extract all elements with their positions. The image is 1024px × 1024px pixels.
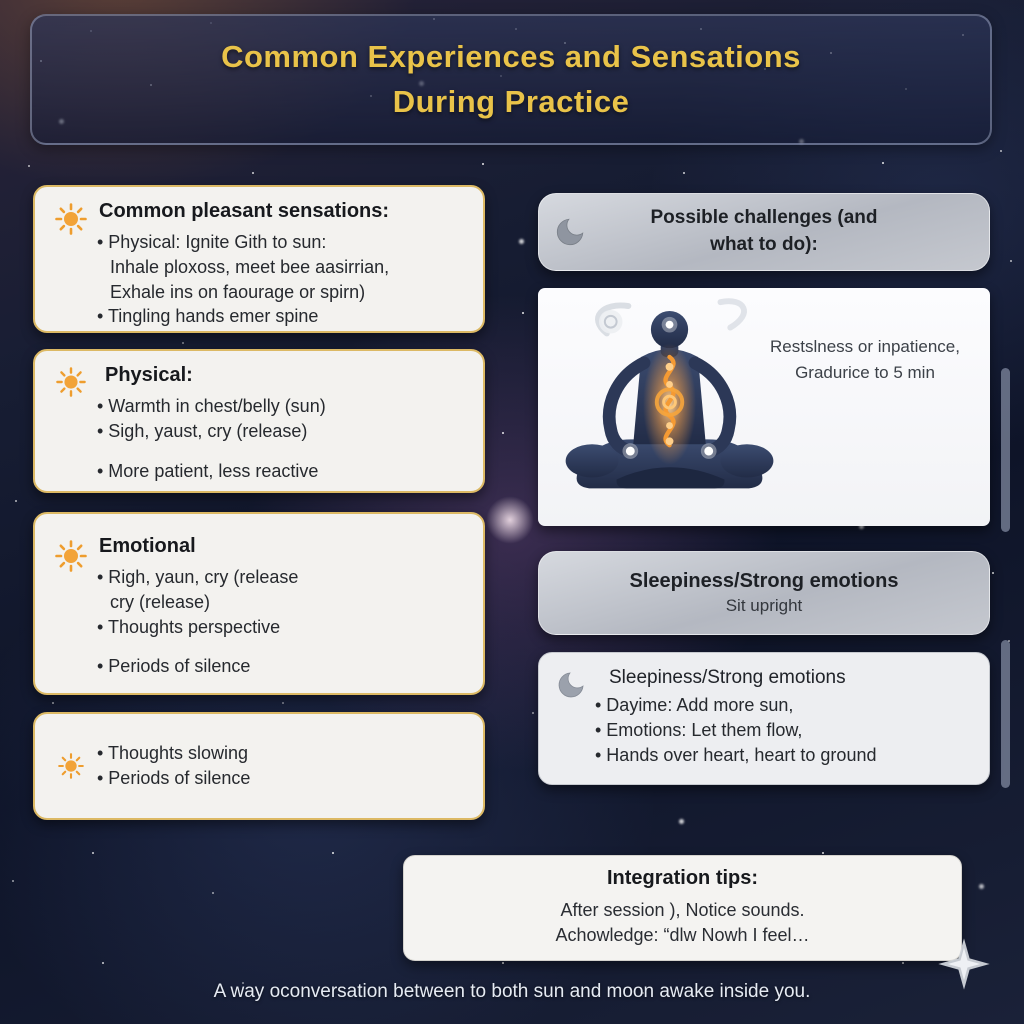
integration-heading: Integration tips: [606,867,759,889]
figure-caption-line2: Gradurice to 5 min [795,363,935,383]
challenges-title-line2: what to do): [710,234,818,255]
sun-icon [45,199,97,319]
card-line: • Dayime: Add more sun, [595,695,794,715]
sun-icon [45,526,97,681]
meditation-image-card: Restslness or inpatience, Gradurice to 5… [538,288,990,526]
figure-caption-line1: Restslness or inpatience, [770,337,960,356]
starfield-large [0,0,3,3]
card-line: • Righ, yaun, cry (release [97,567,299,587]
page-title-line1: Common Experiences and Sensations [221,38,801,74]
card-heading: Physical: [105,364,193,386]
card-possible-challenges: Possible challenges (and what to do): [538,193,990,271]
card-sleepiness-gray: Sleepiness/Strong emotions Sit upright [538,551,990,635]
scrollbar-thumb-upper[interactable] [1001,368,1010,532]
card-thoughts: • Thoughts slowing • Periods of silence [33,712,485,820]
card-sleepiness-tips: Sleepiness/Strong emotions • Dayime: Add… [538,652,990,785]
card-line: • Periods of silence [97,656,251,677]
sun-icon [45,753,97,779]
card-line: • Periods of silence [97,768,251,788]
sleepiness-title: Sleepiness/Strong emotions [629,570,899,592]
challenges-title-line1: Possible challenges (and [650,207,878,229]
card-line: cry (release) [110,591,211,612]
title-panel: Common Experiences and Sensations During… [30,14,992,145]
page-title-line2: During Practice [392,83,630,119]
moon-icon [553,215,587,249]
card-line: • Thoughts slowing [97,743,249,764]
card-line: • Hands over heart, heart to ground [595,744,877,765]
footer-caption: A way oconversation between to both sun … [213,981,811,1002]
card-line: • Warmth in chest/belly (sun) [97,396,326,416]
integration-line2: Achowledge: “dlw Nowh I feel… [555,925,810,946]
scrollbar-thumb-lower[interactable] [1001,640,1010,788]
sun-icon [45,363,97,479]
card-integration-tips: Integration tips: After session ), Notic… [403,855,962,961]
card-line: • More patient, less reactive [97,460,319,481]
card-line: • Thoughts perspective [97,616,281,637]
moon-icon [547,665,595,774]
card-emotional: Emotional • Righ, yaun, cry (release cry… [33,512,485,695]
integration-line1: After session ), Notice sounds. [560,900,805,920]
card-pleasant-sensations: Common pleasant sensations: • Physical: … [33,185,485,333]
card-line: Inhale ploxoss, meet bee aasirrian, [110,256,390,277]
meditation-figure-illustration [565,298,774,489]
card-heading: Common pleasant sensations: [99,200,390,222]
sleepiness-subtitle: Sit upright [725,596,803,615]
sparkle-icon [936,936,992,997]
card-line: • Physical: Ignite Gith to sun: [97,232,327,252]
card-heading: Emotional [99,535,196,557]
card-physical: Physical: • Warmth in chest/belly (sun) … [33,349,485,493]
card-line: • Tingling hands emer spine [97,306,319,327]
card-line: • Emotions: Let them flow, [595,719,803,740]
tips-heading: Sleepiness/Strong emotions [609,667,846,688]
card-line: • Sigh, yaust, cry (release) [97,420,308,441]
card-line: Exhale ins on faourage or spirn) [110,281,366,302]
